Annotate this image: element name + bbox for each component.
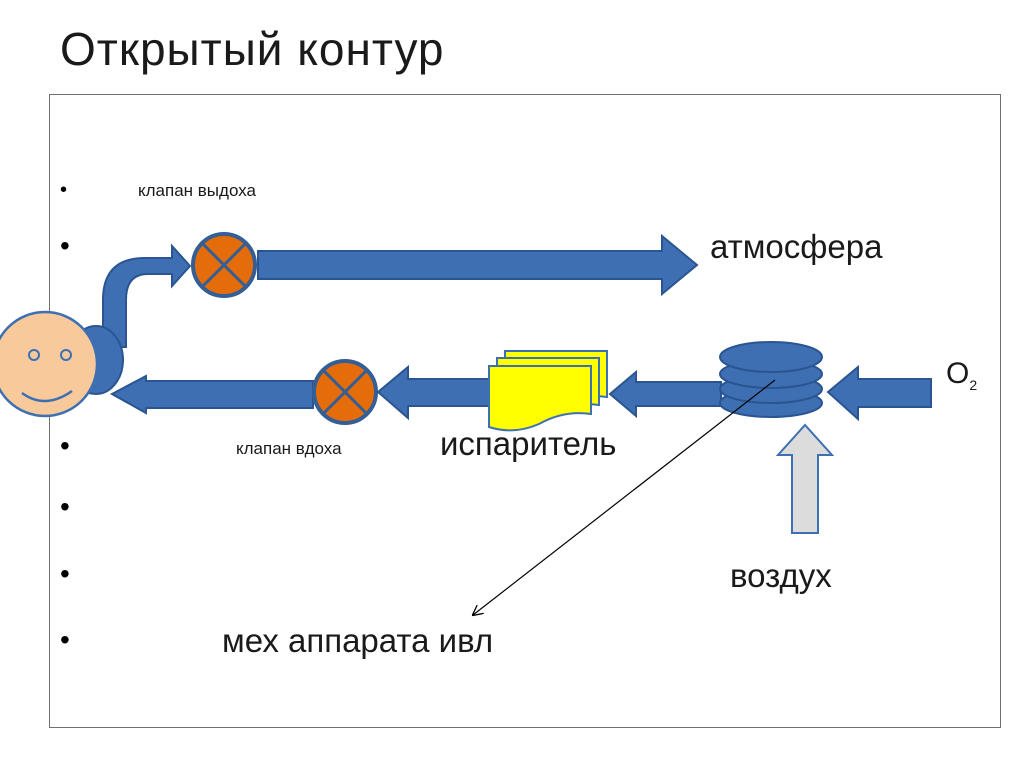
bullet-4: • <box>60 491 70 522</box>
bellows-icon <box>719 341 823 418</box>
bullet-1: • <box>60 179 68 201</box>
atmosphere-label: атмосфера <box>710 228 883 265</box>
vaporizer-to-valve-arrow <box>376 364 491 421</box>
bullet-6: • <box>60 624 70 655</box>
o2-inflow-arrow <box>826 364 932 422</box>
slide-title: Открытый контур <box>60 23 445 75</box>
inhale-valve-icon <box>312 359 378 425</box>
vaporizer-icon <box>488 350 608 432</box>
bullet-3: • <box>60 430 70 461</box>
vaporizer-label: испаритель <box>440 425 617 462</box>
bullet-2: • <box>60 230 70 261</box>
air-inflow-arrow <box>775 423 835 534</box>
exhale-valve-label: клапан выдоха <box>138 181 256 200</box>
exhale-valve-icon <box>191 232 257 298</box>
atmosphere-arrow <box>257 233 699 297</box>
bullet-5: • <box>60 558 70 589</box>
inspiratory-arrow-to-patient <box>109 374 314 415</box>
inhale-valve-label: клапан вдоха <box>236 439 342 458</box>
bellows-to-vaporizer-arrow <box>608 369 722 419</box>
o2-label: O2 <box>946 357 978 393</box>
air-label: воздух <box>730 557 832 594</box>
bellows-label: мех аппарата ивл <box>222 622 494 659</box>
bellows-pointer-line <box>473 379 776 615</box>
expiratory-bent-pipe <box>102 243 192 348</box>
patient-face-icon <box>0 310 99 418</box>
